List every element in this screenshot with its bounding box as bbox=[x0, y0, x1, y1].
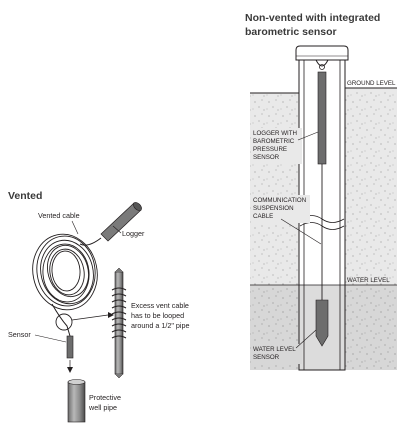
svg-text:CABLE: CABLE bbox=[253, 213, 273, 220]
barometric-logger bbox=[317, 71, 327, 165]
pipe-label-line2: well pipe bbox=[88, 403, 117, 412]
soil-left bbox=[250, 93, 299, 285]
svg-text:COMMUNICATION: COMMUNICATION bbox=[253, 197, 306, 204]
well-cap bbox=[295, 45, 349, 61]
svg-text:SENSOR: SENSOR bbox=[253, 154, 280, 161]
svg-text:SENSOR: SENSOR bbox=[253, 354, 280, 361]
excess-line1: Excess vent cable bbox=[131, 301, 189, 310]
sensor-label-vented: Sensor bbox=[8, 330, 31, 339]
right-title-line1: Non-vented with integrated bbox=[245, 12, 380, 24]
vented-cable-label: Vented cable bbox=[38, 211, 80, 220]
pipe-label-line1: Protective bbox=[89, 393, 121, 402]
water-level-label: WATER LEVEL bbox=[347, 277, 390, 284]
magnifier-circle bbox=[55, 313, 73, 331]
svg-text:BAROMETRIC: BAROMETRIC bbox=[253, 138, 295, 145]
svg-text:PRESSURE: PRESSURE bbox=[253, 146, 287, 153]
excess-line3: around a 1/2" pipe bbox=[131, 321, 190, 330]
sensor-label: WATER LEVEL SENSOR bbox=[252, 329, 317, 364]
vented-title: Vented bbox=[8, 190, 42, 202]
vented-logger bbox=[100, 202, 142, 242]
vented-panel: Vented Vented cable Logger bbox=[8, 190, 190, 423]
excess-line2: has to be looped bbox=[131, 311, 184, 320]
vented-cable-coil bbox=[32, 233, 98, 311]
protective-well-pipe bbox=[67, 379, 86, 423]
right-title-line2: barometric sensor bbox=[245, 26, 337, 38]
ground-level-label: GROUND LEVEL bbox=[347, 80, 396, 87]
svg-text:LOGGER WITH: LOGGER WITH bbox=[253, 130, 297, 137]
svg-text:SUSPENSION: SUSPENSION bbox=[253, 205, 294, 212]
non-vented-panel: Non-vented with integrated barometric se… bbox=[245, 12, 397, 371]
logger-label: LOGGER WITH BAROMETRIC PRESSURE SENSOR bbox=[252, 128, 319, 164]
svg-text:WATER LEVEL: WATER LEVEL bbox=[253, 346, 296, 353]
soil-right bbox=[345, 88, 397, 285]
water-level-sensor bbox=[315, 299, 329, 347]
looped-cable bbox=[111, 287, 127, 339]
cable-label: COMMUNICATION SUSPENSION CABLE bbox=[252, 195, 322, 245]
half-inch-pipe bbox=[114, 267, 124, 379]
vented-sensor bbox=[66, 335, 74, 359]
logger-label-vented: Logger bbox=[122, 229, 145, 238]
